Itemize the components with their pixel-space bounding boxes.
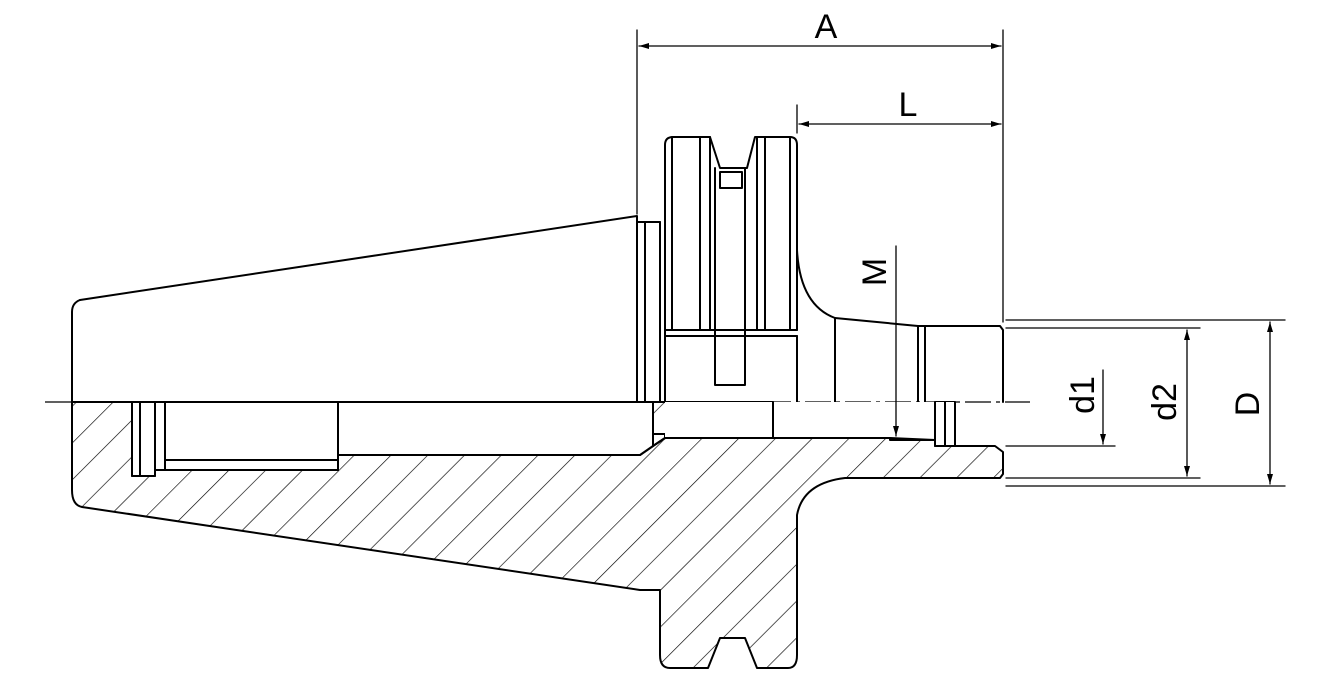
label-L: L xyxy=(899,86,918,124)
label-M: M xyxy=(856,258,894,286)
flange-upper xyxy=(664,136,798,403)
extension-lines xyxy=(636,29,1286,487)
nose-upper xyxy=(796,249,1004,403)
taper-shank-upper xyxy=(71,215,666,403)
section-lower xyxy=(71,401,1004,669)
dimension-lines xyxy=(638,43,1273,485)
label-A: A xyxy=(815,8,838,46)
label-d2: d2 xyxy=(1146,383,1184,421)
label-D: D xyxy=(1229,392,1267,417)
label-d1: d1 xyxy=(1064,376,1102,414)
